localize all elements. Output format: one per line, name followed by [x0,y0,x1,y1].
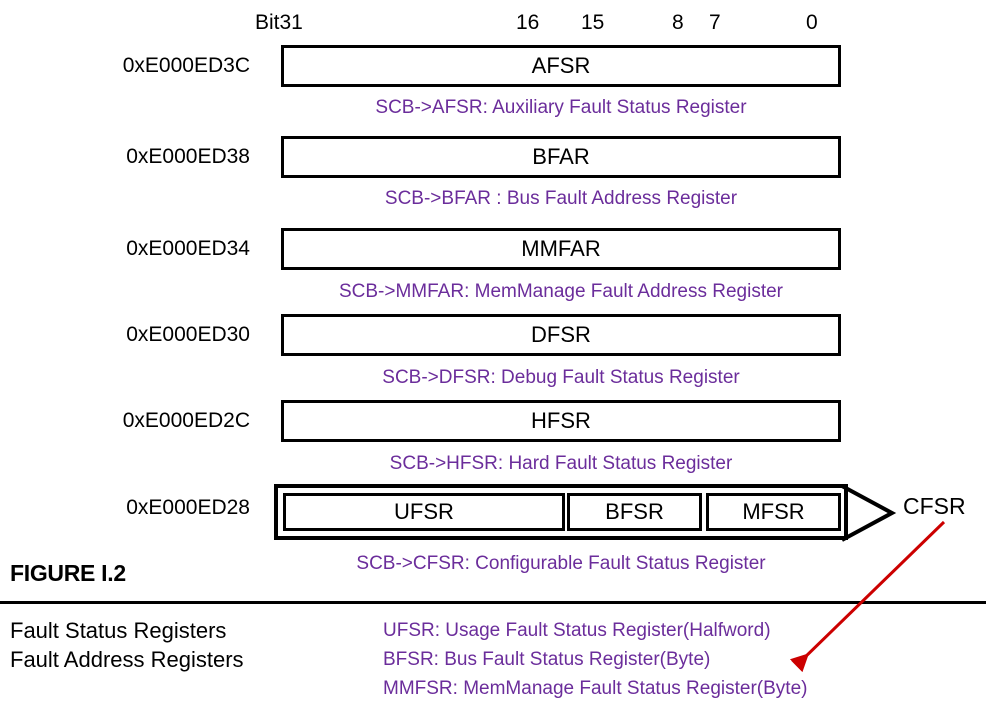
register-box-cfsr-group: UFSR BFSR MFSR [274,484,848,540]
register-name: AFSR [531,53,591,78]
register-name: HFSR [531,408,591,433]
register-name: MMFAR [521,236,601,261]
figure-divider-rule [0,601,986,604]
register-name: MFSR [742,499,805,524]
bit-label-7: 7 [709,11,721,34]
bit-label-16: 16 [516,11,540,34]
address-text: 0xE000ED2C [122,409,250,432]
bit-label-0: 0 [806,11,818,34]
caption-afsr: SCB->AFSR: Auxiliary Fault Status Regist… [375,97,747,118]
caption-mmfar: SCB->MMFAR: MemManage Fault Address Regi… [338,281,783,302]
caption-bfar: SCB->BFAR : Bus Fault Address Register [384,188,738,209]
register-box-ufsr: UFSR [283,493,565,531]
register-name: DFSR [531,322,591,347]
register-box-hfsr: HFSR [281,400,841,442]
register-box-bfar: BFAR [281,136,841,178]
figure-description-line-1: Fault Status Registers [10,618,227,643]
address-text: 0xE000ED28 [126,496,250,519]
figure-description-line-2: Fault Address Registers [10,647,244,672]
caption-hfsr: SCB->HFSR: Hard Fault Status Register [389,453,733,474]
legend-item-bfsr: BFSR: Bus Fault Status Register(Byte) [383,649,711,670]
legend-item-ufsr: UFSR: Usage Fault Status Register(Halfwo… [383,620,771,641]
register-box-dfsr: DFSR [281,314,841,356]
address-text: 0xE000ED34 [126,237,250,260]
address-text: 0xE000ED3C [122,54,250,77]
legend-item-mmfsr: MMFSR: MemManage Fault Status Register(B… [383,678,808,699]
caption-dfsr: SCB->DFSR: Debug Fault Status Register [382,367,740,388]
register-box-mmfar: MMFAR [281,228,841,270]
register-name: BFSR [605,499,664,524]
register-name: UFSR [394,499,454,524]
bit-label-31: Bit31 [255,11,303,34]
cfsr-group-label: CFSR [903,493,966,519]
cfsr-brace-chevron-icon [841,484,897,542]
bit-label-15: 15 [581,11,605,34]
caption-cfsr: SCB->CFSR: Configurable Fault Status Reg… [356,553,766,574]
register-name: BFAR [532,144,590,169]
address-text: 0xE000ED30 [126,323,250,346]
register-box-bfsr: BFSR [567,493,702,531]
figure-number: FIGURE I.2 [10,560,126,586]
register-box-mfsr: MFSR [706,493,841,531]
bit-label-8: 8 [672,11,684,34]
address-text: 0xE000ED38 [126,145,250,168]
register-box-afsr: AFSR [281,45,841,87]
